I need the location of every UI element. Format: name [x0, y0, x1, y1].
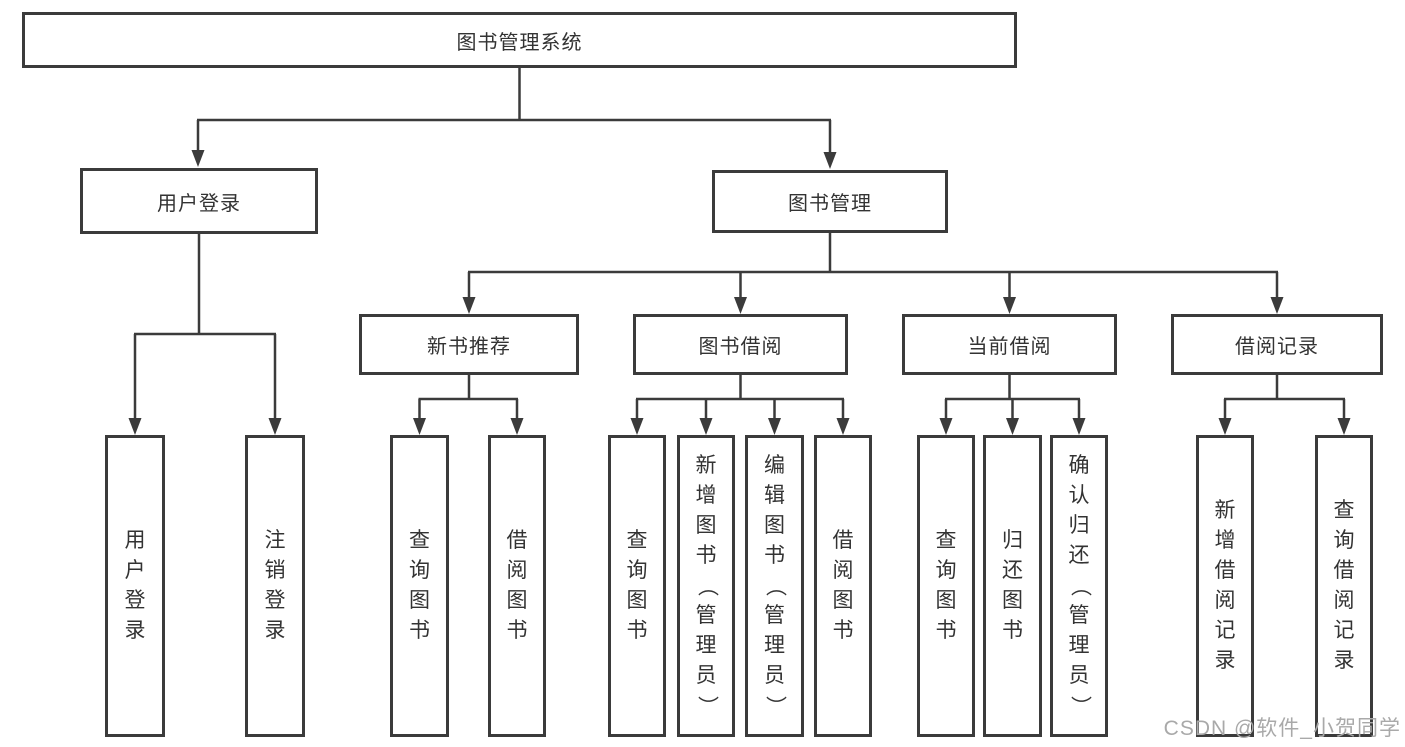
leaf-current-return-books: 归还图书: [983, 435, 1042, 737]
csdn-watermark: CSDN @软件_小贺同学: [1163, 717, 1401, 740]
node-current-borrow: 当前借阅: [902, 314, 1117, 375]
leaf-newrec-query-books: 查询图书: [390, 435, 449, 737]
leaf-records-query-record: 查询借阅记录: [1315, 435, 1373, 737]
leaf-newrec-borrow-books: 借阅图书: [488, 435, 546, 737]
leaf-current-query-books: 查询图书: [917, 435, 975, 737]
leaf-user-login: 用户登录: [105, 435, 165, 737]
node-book-management: 图书管理: [712, 170, 948, 233]
node-book-borrow: 图书借阅: [633, 314, 848, 375]
leaf-borrow-query-books: 查询图书: [608, 435, 666, 737]
node-borrow-records: 借阅记录: [1171, 314, 1383, 375]
leaf-borrow-edit-books-admin: 编辑图书（管理员）: [745, 435, 804, 737]
node-user-login: 用户登录: [80, 168, 318, 234]
leaf-current-confirm-return-admin: 确认归还（管理员）: [1050, 435, 1108, 737]
arrowheads: [128, 150, 1351, 435]
node-new-book-recommend: 新书推荐: [359, 314, 579, 375]
leaf-borrow-borrow-books: 借阅图书: [814, 435, 872, 737]
leaf-records-add-record: 新增借阅记录: [1196, 435, 1254, 737]
leaf-borrow-add-books-admin: 新增图书（管理员）: [677, 435, 735, 737]
leaf-logout: 注销登录: [245, 435, 305, 737]
node-root: 图书管理系统: [22, 12, 1017, 68]
